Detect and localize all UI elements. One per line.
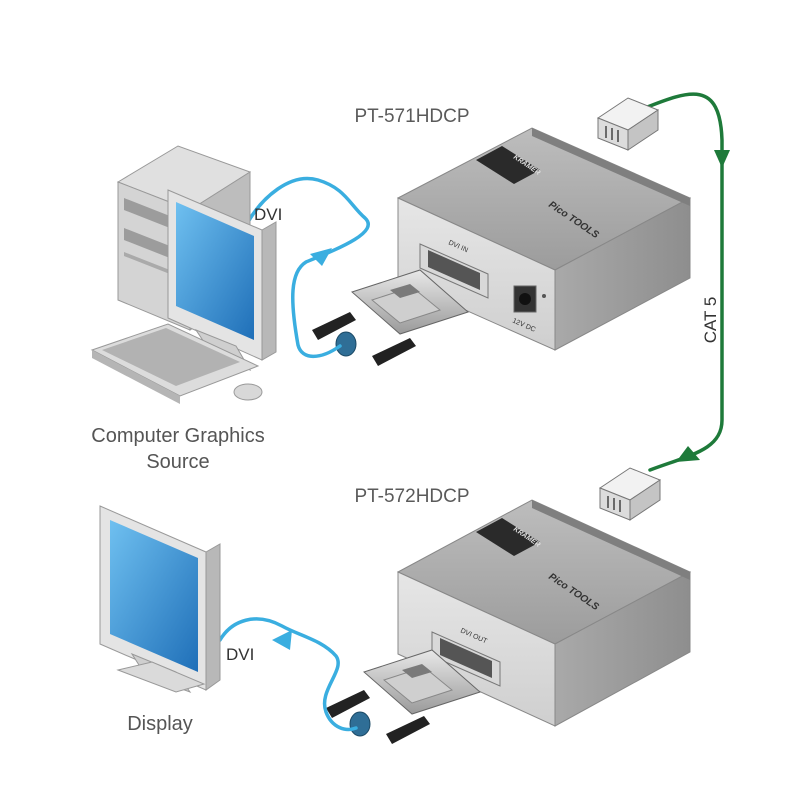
dvi-cable-top (246, 176, 370, 359)
dvi-connector-bottom (326, 649, 481, 744)
computer-mouse (233, 383, 263, 401)
dvi-label-bottom: DVI (226, 645, 254, 664)
dvi-arrow-bottom-icon (272, 630, 292, 650)
dvi-label-top: DVI (254, 205, 282, 224)
dvi-arrow-top-icon (310, 248, 332, 266)
cat5-label: CAT 5 (701, 297, 720, 344)
rj45-plug-top (596, 97, 660, 151)
kramer-logo-icon (476, 518, 540, 556)
kramer-logo-icon (476, 146, 540, 184)
transmitter-device: KRAMER Pico TOOLS DVI IN 12V DC (396, 127, 692, 351)
source-caption-line2: Source (146, 451, 209, 473)
cat5-arrow-bottom-icon (676, 446, 700, 462)
cat5-arrow-top-icon (714, 150, 730, 168)
receiver-device: KRAMER Pico TOOLS DVI OUT (396, 499, 692, 727)
dvi-connector-top (312, 269, 469, 366)
display-caption: Display (127, 713, 193, 735)
computer-keyboard (90, 323, 260, 404)
transmitter-model-label: PT-571HDCP (354, 106, 469, 127)
display-monitor (99, 505, 221, 694)
receiver-model-label: PT-572HDCP (354, 486, 469, 507)
dvi-cable-bottom (218, 617, 358, 732)
rj45-plug-bottom (598, 467, 662, 521)
source-caption-line1: Computer Graphics (91, 425, 264, 447)
